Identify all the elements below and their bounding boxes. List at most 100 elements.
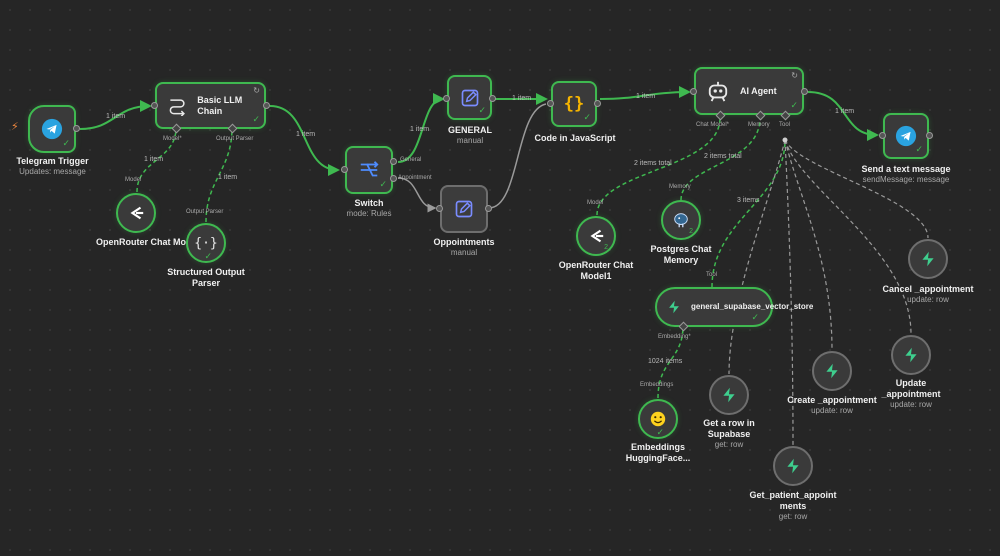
supabase-bolt-icon — [787, 458, 799, 474]
node-title: GENERAL — [447, 125, 492, 135]
node-title: OpenRouter Chat Model1 — [558, 260, 634, 281]
edge-tool-create — [784, 139, 833, 351]
supabase-bolt-icon — [826, 363, 838, 379]
node-code-in-javascript[interactable]: {} ✓ — [551, 81, 597, 127]
node-subtitle: sendMessage: message — [862, 175, 950, 184]
output-port[interactable] — [73, 125, 80, 132]
node-subtitle: update: row — [907, 295, 949, 304]
output-port[interactable] — [489, 95, 496, 102]
input-port[interactable] — [151, 102, 158, 109]
node-subtitle: Updates: message — [19, 167, 86, 176]
edge-agent-send — [807, 91, 879, 141]
output-port-appointment[interactable] — [390, 175, 397, 182]
input-port[interactable] — [690, 88, 697, 95]
node-postgres-chat-memory[interactable]: 2 — [661, 200, 701, 240]
node-embeddings-huggingface[interactable]: ✓ — [638, 399, 678, 439]
node-title: Code in JavaScript — [534, 133, 616, 143]
node-title: Update _appointment — [881, 378, 941, 399]
node-openrouter-chat-model1[interactable]: 2 — [576, 216, 616, 256]
output-port[interactable] — [263, 102, 270, 109]
port-label: Memory — [748, 122, 770, 128]
output-port-general[interactable] — [390, 158, 397, 165]
port-label: Embedding* — [658, 334, 691, 340]
node-get-patient-appointments[interactable] — [773, 446, 813, 486]
node-title: AI Agent — [740, 85, 777, 96]
robot-icon — [708, 81, 728, 102]
node-telegram-trigger[interactable]: ✓ — [28, 105, 76, 153]
edge-embed-store — [657, 325, 684, 399]
node-title: Structured Output Parser — [167, 267, 245, 288]
node-subtitle: get: row — [714, 440, 744, 449]
node-cancel-appointment[interactable] — [908, 239, 948, 279]
output-port[interactable] — [594, 100, 601, 107]
node-ai-agent[interactable]: AI Agent ↻ ✓ — [694, 67, 804, 115]
supabase-bolt-icon — [723, 387, 735, 403]
port-label: Embeddings — [640, 382, 674, 388]
node-subtitle: update: row — [811, 406, 853, 415]
run-count: 2 — [689, 228, 693, 235]
edge-store-agent — [711, 139, 786, 288]
input-port[interactable] — [436, 205, 443, 212]
node-general-supabase-vector-store[interactable]: general_supabase_vector_store ✓ — [655, 287, 814, 327]
edge-label: 1 item — [218, 174, 238, 181]
braces-parser-icon: {·} — [194, 235, 218, 251]
node-title: Cancel _appointment — [882, 284, 974, 294]
huggingface-icon — [650, 411, 666, 427]
node-subtitle: update: row — [890, 400, 932, 409]
supabase-bolt-icon — [669, 300, 679, 314]
switch-icon — [360, 161, 379, 177]
node-structured-output-parser[interactable]: {·} ✓ — [186, 223, 226, 263]
input-port[interactable] — [879, 132, 886, 139]
edge-memory-agent — [680, 117, 761, 201]
node-title: Basic LLM Chain — [197, 94, 243, 116]
port-label: Model* — [163, 136, 182, 142]
node-create-appointment[interactable] — [812, 351, 852, 391]
node-general[interactable]: ✓ — [447, 75, 492, 120]
edge-label: 1 item — [835, 108, 855, 115]
port-label: Tool — [706, 272, 718, 278]
node-title: Postgres Chat Memory — [650, 244, 712, 265]
output-port[interactable] — [926, 132, 933, 139]
refresh-icon: ↻ — [791, 71, 798, 80]
node-title: Get_patient_appoint ments — [749, 490, 837, 511]
output-port[interactable] — [485, 205, 492, 212]
node-oppointments[interactable] — [440, 185, 488, 233]
node-get-row-supabase[interactable] — [709, 375, 749, 415]
edge-label: 2 items total — [634, 160, 672, 167]
edge-chain-switch — [269, 105, 340, 176]
node-subtitle: manual — [456, 136, 484, 145]
output-port[interactable] — [801, 88, 808, 95]
node-title: Send a text message — [861, 164, 951, 174]
port-label: Memory — [669, 184, 691, 190]
telegram-icon — [895, 125, 917, 147]
edge-label: 3 items — [737, 197, 760, 204]
node-title: Embeddings HuggingFace... — [625, 442, 691, 463]
node-switch[interactable]: ✓ — [345, 146, 393, 194]
edge-model1-agent — [596, 117, 721, 216]
node-title: OpenRouter Chat Model — [96, 237, 199, 247]
node-openrouter-chat-model[interactable] — [116, 193, 156, 233]
input-port[interactable] — [443, 95, 450, 102]
supabase-bolt-icon — [922, 251, 934, 267]
edge-tool-cancel — [784, 139, 929, 239]
node-basic-llm-chain[interactable]: Basic LLM Chain ↻ ✓ — [155, 82, 266, 129]
edge-label: 1 item — [410, 126, 430, 133]
node-subtitle: mode: Rules — [346, 209, 392, 218]
edge-label: 1 item — [296, 131, 316, 138]
port-label: Output Parser — [186, 209, 224, 215]
port-label: Chat Model* — [696, 122, 730, 128]
input-port[interactable] — [547, 100, 554, 107]
edge-label: 1 item — [636, 93, 656, 100]
edge-tool-getrow — [728, 139, 786, 375]
port-label: Output Parser — [216, 136, 254, 142]
input-port[interactable] — [341, 166, 348, 173]
node-update-appointment[interactable] — [891, 335, 931, 375]
edge-switch-general — [397, 93, 445, 163]
openrouter-icon — [130, 206, 144, 220]
port-label: General — [400, 157, 422, 163]
edge-label: 1 item — [144, 156, 164, 163]
openrouter-icon — [590, 229, 604, 243]
node-title: general_supabase_vector_store — [691, 302, 814, 311]
pencil-edit-icon — [461, 89, 478, 106]
node-send-text-message[interactable]: ✓ — [883, 113, 929, 159]
